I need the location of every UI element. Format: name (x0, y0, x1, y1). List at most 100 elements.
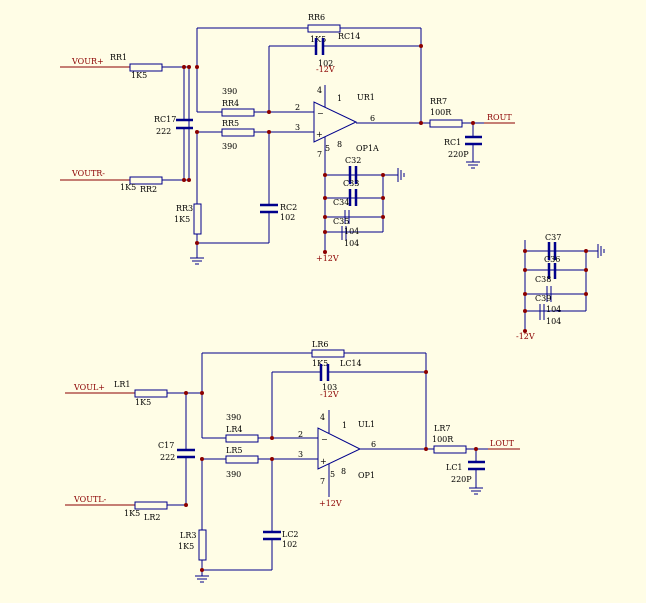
net-label-lout: LOUT (490, 439, 515, 448)
right-channel: VOUR+ RR1 1K5 RC17 222 VOUTR- 1K5 RR2 RR… (60, 13, 515, 265)
rc17-ref: RC17 (154, 115, 176, 124)
lr3-value: 1K5 (178, 542, 194, 551)
resistor-lr6 (311, 349, 345, 358)
rc14-ref: RC14 (338, 32, 360, 41)
rc14-value: 102 (318, 59, 333, 68)
ul1-pin-3: 3 (298, 450, 303, 459)
lc2-value: 102 (282, 540, 297, 549)
ul1-pin-2: 2 (298, 430, 303, 439)
rr6-value: 1K5 (310, 35, 326, 44)
rr1-ref: RR1 (110, 53, 127, 62)
rc1-ref: RC1 (444, 138, 461, 147)
ur1-inv-sign: − (317, 109, 324, 118)
ul1-pin-4: 4 (320, 413, 325, 422)
ur1-ref: UR1 (357, 93, 375, 102)
c35-ref: C35 (333, 217, 349, 226)
rr3-value: 1K5 (174, 215, 190, 224)
resistor-rr3 (193, 203, 202, 235)
lr5-ref: LR5 (226, 446, 242, 455)
c37-ref: C37 (545, 233, 561, 242)
c38-value: 104 (546, 317, 561, 326)
resistor-rr5 (221, 128, 255, 137)
lc1-value: 220P (451, 475, 472, 484)
ul1-part: OP1 (358, 471, 375, 480)
c17-value: 222 (160, 453, 175, 462)
extra-neg-supply: -12V (516, 332, 535, 341)
ur1-noninv-sign: + (316, 130, 323, 139)
net-label-voutr-minus: VOUTR- (71, 169, 105, 178)
lr3-ref: LR3 (180, 531, 196, 540)
ur1-pin-1: 1 (337, 94, 342, 103)
resistor-lr4 (225, 434, 259, 443)
ul1-pin-8: 8 (341, 467, 346, 476)
ul1-pin-6: 6 (371, 440, 376, 449)
resistor-rr6 (307, 24, 341, 33)
resistor-rr7 (429, 119, 463, 128)
lr5-value: 390 (226, 470, 241, 479)
ur1-pin-2: 2 (295, 103, 300, 112)
rc2-ref: RC2 (280, 203, 297, 212)
c33-ref: C33 (343, 179, 359, 188)
rc2-value: 102 (280, 213, 295, 222)
ul1-pin-5: 5 (330, 470, 335, 479)
lr2-value: 1K5 (124, 509, 140, 518)
lr2-ref: LR2 (144, 513, 160, 522)
rr5-value: 390 (222, 142, 237, 151)
ul1-inv-sign: − (321, 435, 328, 444)
c39-ref: C39 (535, 294, 551, 303)
resistor-lr5 (225, 455, 259, 464)
rr4-value: 390 (222, 87, 237, 96)
ul1-pin-1: 1 (342, 421, 347, 430)
lc1-ref: LC1 (446, 463, 463, 472)
opamp-ur1 (313, 101, 358, 143)
ur1-part: OP1A (356, 144, 379, 153)
c17-ref: C17 (158, 441, 174, 450)
lc14-ref: LC14 (340, 359, 362, 368)
ur1-pin-6: 6 (370, 114, 375, 123)
rr5-ref: RR5 (222, 119, 239, 128)
rr7-value: 100R (430, 108, 452, 117)
lr1-ref: LR1 (114, 380, 130, 389)
c39-value: 104 (546, 305, 561, 314)
right-pos-supply: +12V (316, 254, 339, 263)
net-label-rout: ROUT (487, 113, 512, 122)
rc1-value: 220P (448, 150, 469, 159)
c34-ref: C34 (333, 198, 349, 207)
ur1-pin-3: 3 (295, 123, 300, 132)
c35-value: 104 (344, 227, 359, 236)
left-channel: VOUL+ LR1 1K5 C17 222 VOUTL- 1K5 LR2 LR6… (65, 340, 520, 583)
c32-ref: C32 (345, 156, 361, 165)
resistor-rr4 (221, 108, 255, 117)
ul1-noninv-sign: + (320, 457, 327, 466)
ul1-ref: UL1 (358, 420, 375, 429)
resistor-lr3 (198, 529, 207, 561)
ul1-pos-supply: +12V (319, 499, 342, 508)
ur1-pin-5: 5 (325, 144, 330, 153)
net-label-voutl-minus: VOUTL- (73, 495, 107, 504)
lr4-value: 390 (226, 413, 241, 422)
lr1-value: 1K5 (135, 398, 151, 407)
ul1-pin-7: 7 (320, 477, 325, 486)
ur1-pin-4: 4 (317, 86, 322, 95)
resistor-rr1 (129, 63, 163, 72)
ul1-neg-supply: -12V (320, 390, 339, 399)
lc14-value: 103 (322, 383, 337, 392)
ur1-neg-supply: -12V (316, 65, 335, 74)
resistor-lr7 (433, 445, 467, 454)
c34-value: 104 (344, 239, 359, 248)
lr6-ref: LR6 (312, 340, 328, 349)
lr7-value: 100R (432, 435, 454, 444)
rr1-value: 1K5 (131, 71, 147, 80)
lr6-value: 1K5 (312, 359, 328, 368)
resistor-lr2 (134, 501, 168, 510)
lr7-ref: LR7 (434, 424, 450, 433)
opamp-ul1 (317, 427, 362, 470)
decoupling-right: C32 C33 C34 C35 104 104 +12V (316, 156, 405, 263)
decoupling-extra: C37 C36 C38 C39 104 104 -12V (516, 233, 605, 341)
lr4-ref: LR4 (226, 425, 242, 434)
rr7-ref: RR7 (430, 97, 447, 106)
c36-ref: C36 (544, 255, 560, 264)
rr2-value: 1K5 (120, 183, 136, 192)
rr3-ref: RR3 (176, 204, 193, 213)
